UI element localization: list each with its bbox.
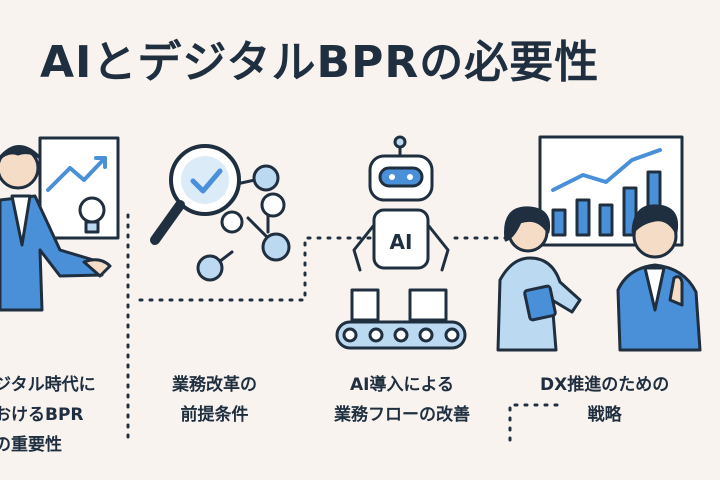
caption-bpr-importance: ジタル時代に おけるBPR の重要性	[0, 375, 96, 455]
page-title: AIとデジタルBPRの必要性	[40, 37, 600, 88]
robot-label: AI	[390, 230, 413, 254]
caption-dx-strategy: DX推進のための 戦略	[540, 375, 670, 425]
magnifier-icon	[150, 144, 291, 282]
caption-ai-workflow: AI導入による 業務フローの改善	[334, 375, 470, 425]
dotted-connector	[126, 213, 562, 442]
strategy-illustration	[496, 135, 702, 352]
presenter-illustration	[0, 136, 120, 312]
lightbulb-icon	[78, 196, 106, 234]
robot-icon	[335, 135, 467, 350]
caption-reform-premise: 業務改革の 前提条件	[172, 375, 257, 425]
